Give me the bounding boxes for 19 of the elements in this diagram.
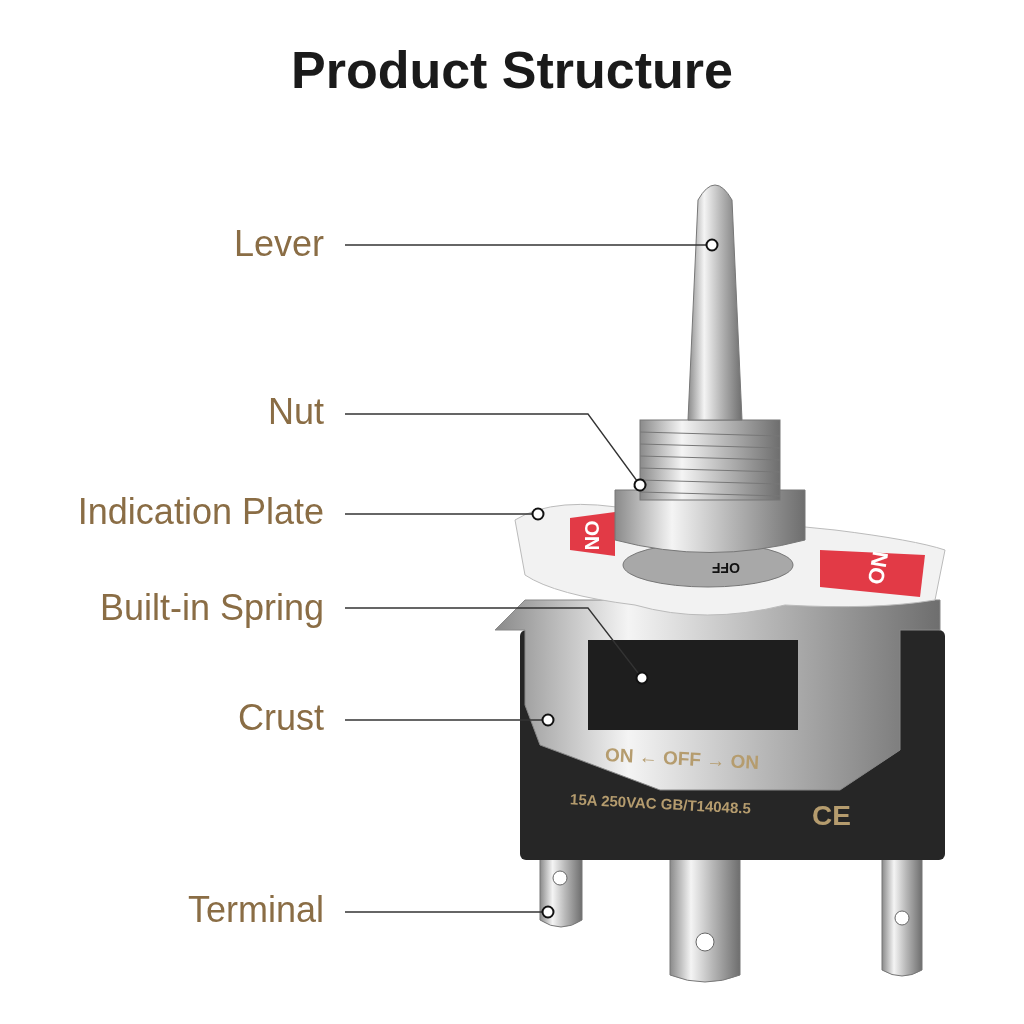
certification-marking: CE	[812, 800, 851, 832]
plate-marking: ON	[862, 549, 895, 587]
part-label: Crust	[238, 698, 324, 738]
switch-position-marking: ON ← OFF → ON	[604, 744, 760, 774]
part-label: Terminal	[187, 890, 324, 930]
leader-line	[344, 413, 647, 492]
part-label: Built-in Spring	[99, 588, 324, 628]
rating-marking: 15A 250VAC GB/T14048.5	[569, 790, 752, 817]
plate-marking: OFF	[712, 560, 740, 576]
title: Product Structure	[289, 40, 735, 100]
part-label: Nut	[267, 392, 324, 432]
leader-line	[344, 905, 555, 919]
leader-line	[344, 713, 555, 727]
leader-line	[344, 507, 545, 521]
leader-line	[344, 238, 719, 252]
part-label: Indication Plate	[77, 492, 324, 532]
leader-line	[344, 607, 649, 685]
part-label: Lever	[233, 224, 324, 264]
plate-marking: ON	[579, 520, 603, 551]
